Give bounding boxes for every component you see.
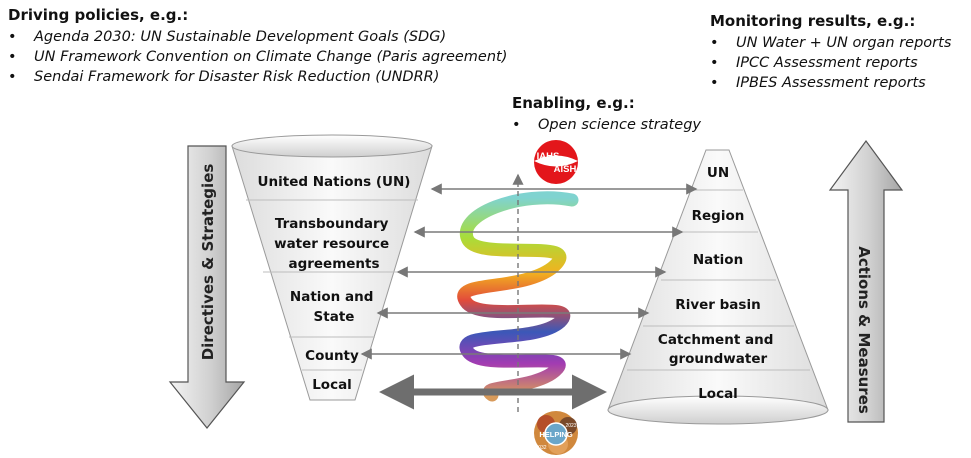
pyramid-level-text: UN — [707, 165, 729, 181]
enabling-block: Enabling, e.g.: • Open science strategy — [512, 94, 701, 135]
enabling-heading: Enabling, e.g.: — [512, 94, 635, 112]
list-item-text: UN Water + UN organ reports — [736, 35, 952, 51]
monitoring-results-block: Monitoring results, e.g.: • UN Water + UN… — [710, 12, 951, 93]
funnel-level-text: State — [314, 309, 355, 325]
iahs-logo-text-top: IAHS — [537, 151, 560, 162]
pyramid-level-5: Catchment and groundwater — [658, 332, 778, 367]
actions-arrow: Actions & Measures — [828, 139, 904, 423]
horizontal-arrows — [360, 183, 698, 410]
list-item: • Sendai Framework for Disaster Risk Redu… — [8, 67, 507, 87]
enabling-list: • Open science strategy — [512, 115, 701, 135]
pyramid-level-text: Nation — [693, 252, 743, 268]
pyramid-level-text: Local — [698, 386, 738, 402]
bullet: • — [710, 35, 719, 51]
funnel-level-1: United Nations (UN) — [258, 174, 411, 190]
pyramid-level-text: Catchment and — [658, 332, 773, 348]
bullet: • — [710, 75, 719, 91]
pyramid-level-4: River basin — [675, 297, 760, 313]
funnel-level-text: Transboundary — [275, 216, 389, 232]
list-item-text: IPCC Assessment reports — [736, 55, 918, 71]
funnel-level-text: County — [305, 348, 359, 364]
bullet: • — [8, 69, 17, 85]
iahs-logo: IAHS AISH — [534, 140, 578, 184]
funnel-level-4: County — [305, 348, 359, 364]
pyramid-level-6: Local — [698, 386, 738, 402]
list-item: • Agenda 2030: UN Sustainable Development… — [8, 27, 507, 47]
iahs-logo-text-bottom: AISH — [554, 164, 577, 175]
driving-policies-heading: Driving policies, e.g.: — [8, 6, 189, 24]
left-funnel: United Nations (UN) Transboundary water … — [231, 134, 433, 401]
list-item: • UN Framework Convention on Climate Chan… — [8, 47, 507, 67]
list-item-text: Open science strategy — [538, 117, 701, 133]
pyramid-level-text: groundwater — [669, 351, 768, 367]
funnel-level-text: Nation and — [290, 289, 373, 305]
funnel-level-text: water resource — [274, 236, 389, 252]
monitoring-results-list: • UN Water + UN organ reports • IPCC Asses… — [710, 33, 951, 93]
pyramid-level-2: Region — [692, 208, 745, 224]
list-item-text: IPBES Assessment reports — [736, 75, 926, 91]
directives-strategies-label: Directives & Strategies — [199, 164, 217, 361]
list-item: • IPBES Assessment reports — [710, 73, 951, 93]
bullet: • — [8, 49, 17, 65]
list-item: • Open science strategy — [512, 115, 701, 135]
list-item-text: UN Framework Convention on Climate Chang… — [34, 49, 508, 65]
helping-logo-text: HELPING — [539, 430, 573, 439]
right-pyramid: UN Region Nation River basin Catchment a… — [607, 149, 829, 425]
pyramid-level-text: River basin — [675, 297, 760, 313]
bullet: • — [8, 29, 17, 45]
pyramid-level-1: UN — [707, 165, 729, 181]
bullet: • — [512, 117, 521, 133]
actions-measures-label: Actions & Measures — [855, 246, 873, 414]
funnel-level-text: Local — [312, 377, 352, 393]
list-item: • UN Water + UN organ reports — [710, 33, 951, 53]
list-item-text: Sendai Framework for Disaster Risk Reduc… — [34, 69, 440, 85]
pyramid-level-3: Nation — [693, 252, 743, 268]
funnel-level-3: Nation and State — [290, 289, 378, 325]
helping-year-start: 2032 — [535, 445, 546, 451]
funnel-level-text: United Nations (UN) — [258, 174, 411, 190]
funnel-level-text: agreements — [288, 256, 379, 272]
directives-arrow: Directives & Strategies — [168, 145, 246, 429]
pyramid-level-text: Region — [692, 208, 745, 224]
funnel-level-5: Local — [312, 377, 352, 393]
driving-policies-block: Driving policies, e.g.: • Agenda 2030: UN… — [8, 6, 507, 87]
driving-policies-list: • Agenda 2030: UN Sustainable Development… — [8, 27, 507, 87]
list-item: • IPCC Assessment reports — [710, 53, 951, 73]
monitoring-results-heading: Monitoring results, e.g.: — [710, 12, 916, 30]
helping-logo: HELPING 2032 2023 — [534, 411, 578, 455]
list-item-text: Agenda 2030: UN Sustainable Development … — [34, 29, 447, 45]
helping-year-end: 2023 — [565, 423, 576, 429]
funnel-level-2: Transboundary water resource agreements — [274, 216, 394, 272]
bullet: • — [710, 55, 719, 71]
